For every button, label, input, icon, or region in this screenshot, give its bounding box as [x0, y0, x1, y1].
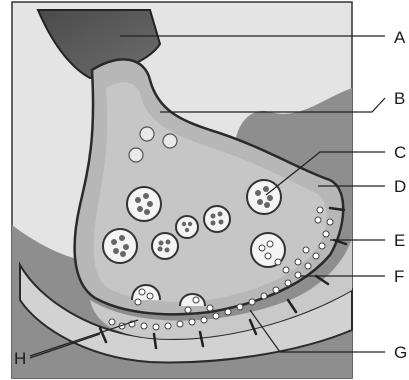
label-b: B: [394, 89, 405, 108]
synaptic-vesicle: [103, 229, 137, 263]
synaptic-vesicle: [247, 180, 281, 214]
empty-vesicle: [140, 127, 154, 141]
synaptic-vesicle: [152, 233, 178, 259]
label-e: E: [394, 231, 405, 250]
label-h: H: [14, 349, 26, 368]
empty-vesicle: [129, 148, 143, 162]
label-a: A: [394, 28, 406, 47]
label-f: F: [394, 267, 404, 286]
synaptic-vesicle: [127, 187, 161, 221]
label-g: G: [394, 343, 407, 362]
empty-vesicle: [163, 134, 177, 148]
synaptic-vesicle: [204, 206, 230, 232]
label-c: C: [394, 143, 406, 162]
synaptic-vesicle: [176, 216, 198, 238]
label-d: D: [394, 177, 406, 196]
